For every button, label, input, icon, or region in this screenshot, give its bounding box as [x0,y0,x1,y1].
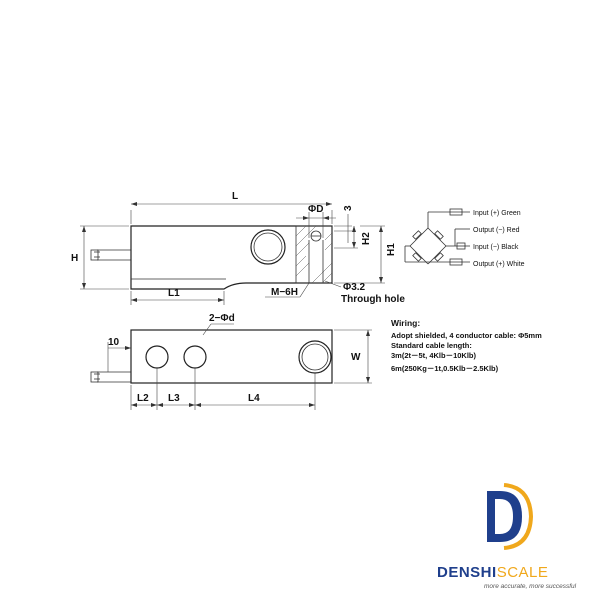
wire-input-positive: Input (+) Green [473,210,521,217]
label-M6H: M−6H [271,287,298,298]
top-body-outline [130,329,333,384]
brand-tagline: more accurate, more successful [484,583,577,590]
dim-label-L2: L2 [137,393,149,404]
dim-label-10: 10 [108,337,120,348]
wire-output-negative: Output (−) Red [473,227,520,234]
side-hatched-section [295,225,333,284]
wire-input-negative: Input (−) Black [473,244,519,251]
side-body-outline [130,225,333,290]
dim-label-L: L [232,191,238,202]
label-through-hole: Through hole [341,294,405,305]
dim-label-3: 3 [343,205,354,211]
wiring-line-2: Standard cable length: [391,341,472,350]
wiring-title: Wiring: [391,318,420,328]
top-load-hole [298,340,332,374]
dim-label-H1: H1 [386,243,397,256]
wiring-line-3: 3m(2t－5t, 4Klb－10Klb) [391,351,477,360]
bridge-wiring-diagram: Input (+) Green Output (−) Red Input (−)… [404,208,525,268]
brand-name-part1: DENSHI [437,564,497,581]
wiring-line-1: Adopt shielded, 4 conductor cable: Φ5mm [391,331,542,340]
svg-text:DENSHISCALE: DENSHISCALE [437,564,548,581]
dim-label-H: H [71,253,78,264]
wire-output-positive: Output (+) White [473,261,525,268]
wiring-notes: Wiring: Adopt shielded, 4 conductor cabl… [391,318,542,373]
dim-label-phiD: ΦD [308,204,323,215]
dim-label-W: W [351,352,361,363]
brand-logo: DENSHISCALE more accurate, more successf… [437,483,577,590]
top-view: 2−Φd 10 W L2 L3 L4 [90,313,372,410]
side-large-hole [250,229,286,265]
top-mount-hole-1 [145,345,169,369]
side-cable [90,249,131,261]
wiring-line-4: 6m(250Kg－1t,0.5Klb－2.5Klb) [391,364,499,373]
dim-label-L4: L4 [248,393,260,404]
top-mount-hole-2 [183,345,207,369]
label-2phid: 2−Φd [209,313,235,324]
dim-label-L3: L3 [168,393,180,404]
brand-name-part2: SCALE [497,564,549,581]
brand-d-mark [487,483,534,550]
side-view: L H L1 ΦD 3 H2 [71,191,405,305]
label-phi32: Φ3.2 [343,282,366,293]
dim-label-H2: H2 [361,232,372,245]
dim-label-L1: L1 [168,288,180,299]
top-cable [90,371,131,383]
